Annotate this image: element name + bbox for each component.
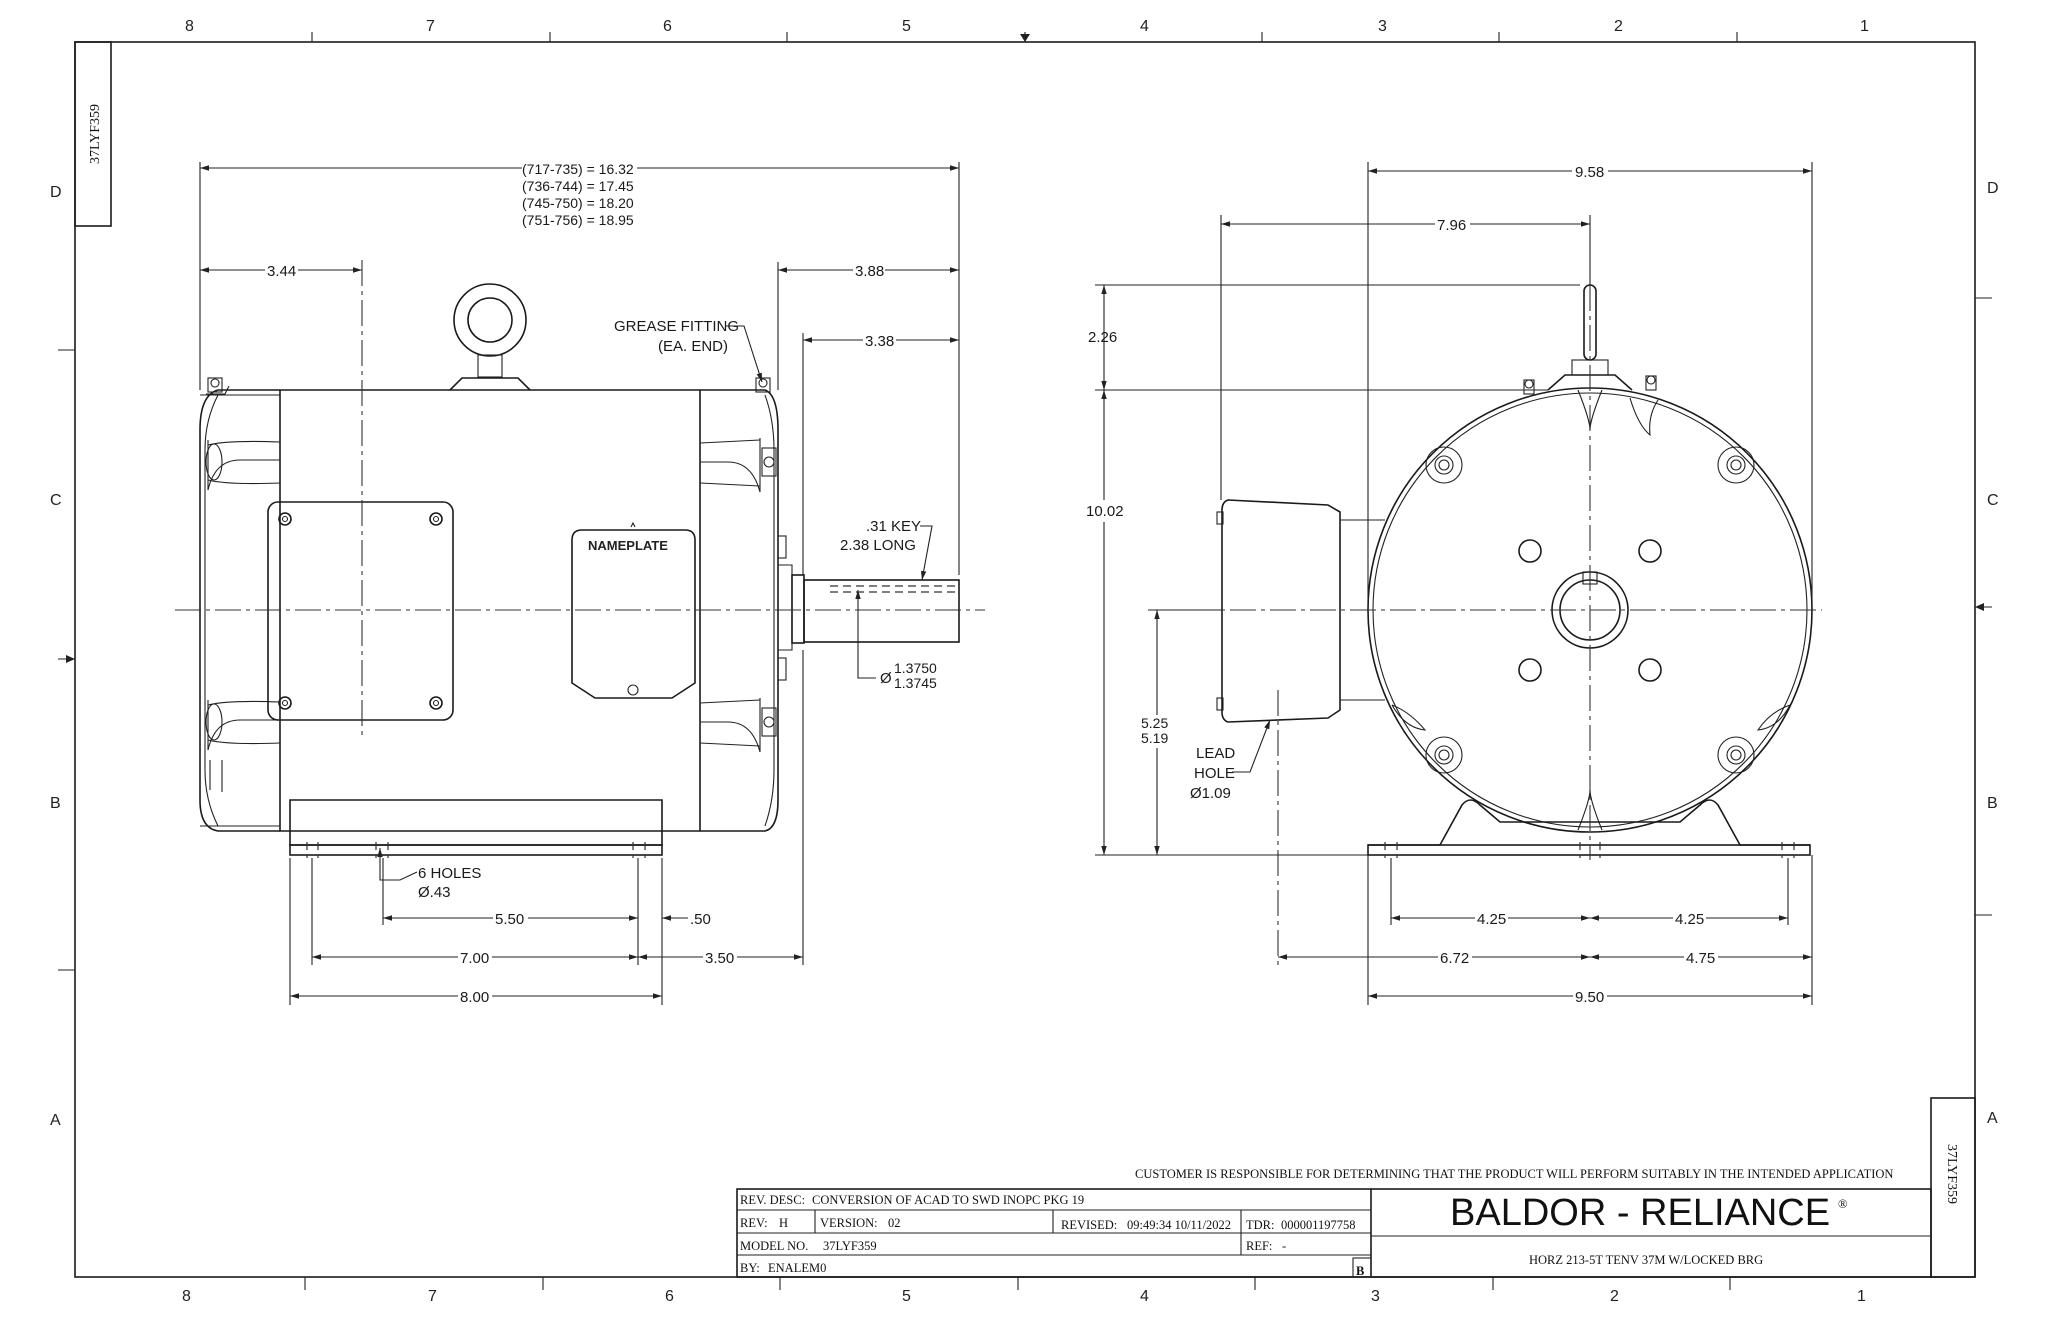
revised-value: 09:49:34 10/11/2022: [1127, 1218, 1231, 1232]
col-label-top-3: 3: [1378, 18, 1387, 35]
drawing-number-bottom: 37LYF359: [1944, 1144, 1959, 1204]
col-label-bottom-7: 7: [428, 1288, 437, 1305]
overall-length-3: (751-756) = 18.95: [522, 212, 634, 228]
title-block: CUSTOMER IS RESPONSIBLE FOR DETERMINING …: [736, 1167, 1932, 1278]
dim-3-50: 3.50: [705, 950, 734, 967]
tdr-value: 000001197758: [1281, 1218, 1356, 1232]
model-value: 37LYF359: [823, 1239, 877, 1253]
row-label-left-c: C: [50, 492, 62, 509]
rev-desc-value: CONVERSION OF ACAD TO SWD INOPC PKG 19: [812, 1193, 1084, 1207]
rev-desc-label: REV. DESC:: [740, 1193, 805, 1207]
dim-50: .50: [690, 911, 711, 928]
model-description: HORZ 213-5T TENV 37M W/LOCKED BRG: [1529, 1253, 1763, 1267]
row-label-right-c: C: [1987, 492, 1999, 509]
dim-3-88: 3.88: [855, 263, 884, 280]
col-label-bottom-5: 5: [902, 1288, 911, 1305]
brand-name: BALDOR - RELIANCE: [1450, 1192, 1830, 1234]
row-label-right-a: A: [1987, 1110, 1998, 1127]
key-length: 2.38 LONG: [840, 537, 916, 554]
drawing-number-top: 37LYF359: [88, 104, 103, 164]
col-label-bottom-1: 1: [1857, 1288, 1866, 1305]
holes-dia: Ø.43: [418, 884, 451, 901]
lead-hole-label: LEAD: [1196, 745, 1235, 762]
dim-9-58: 9.58: [1575, 164, 1604, 181]
col-label-top-8: 8: [185, 18, 194, 35]
dim-5-25: 5.25: [1141, 715, 1168, 731]
dim-7-96: 7.96: [1437, 217, 1466, 234]
sheet-size: B: [1356, 1264, 1364, 1278]
lead-hole-dia: Ø1.09: [1190, 785, 1231, 802]
dim-2-26: 2.26: [1088, 329, 1117, 346]
end-view: 9.58 7.96 2.26 10.02 5.25 5.19 LEAD HOLE…: [1086, 162, 1822, 1006]
col-label-top-5: 5: [902, 18, 911, 35]
side-view: NAMEPLATE (717-735) = 16.32 (736-744) = …: [175, 161, 985, 1006]
dim-3-38: 3.38: [865, 333, 894, 350]
drawing-number-box-bottom: 37LYF359: [1930, 1097, 1976, 1278]
version-label: VERSION:: [820, 1216, 878, 1230]
nameplate-plate: NAMEPLATE: [571, 521, 696, 699]
brand-registered-mark: ®: [1838, 1197, 1848, 1211]
tdr-label: TDR:: [1246, 1218, 1274, 1232]
ref-value: -: [1282, 1239, 1286, 1253]
disclaimer-text: CUSTOMER IS RESPONSIBLE FOR DETERMINING …: [1135, 1167, 1893, 1181]
shaft-dia-symbol: Ø: [880, 670, 892, 687]
eyebolt-icon: [449, 283, 531, 391]
dim-7-00: 7.00: [460, 950, 489, 967]
shaft-dia-max: 1.3750: [894, 660, 937, 676]
col-label-top-1: 1: [1860, 18, 1869, 35]
lead-hole-label-2: HOLE: [1194, 765, 1235, 782]
shaft-dia-min: 1.3745: [894, 675, 937, 691]
row-label-left-a: A: [50, 1112, 61, 1129]
dim-3-44: 3.44: [267, 263, 296, 280]
shaft: [791, 574, 960, 644]
overall-length-2: (745-750) = 18.20: [522, 195, 634, 211]
holes-count: 6 HOLES: [418, 865, 481, 882]
grease-fitting-label: GREASE FITTING: [614, 318, 739, 335]
conduit-box: [267, 501, 454, 721]
dim-5-50: 5.50: [495, 911, 524, 928]
dim-6-72: 6.72: [1440, 950, 1469, 967]
dim-9-50: 9.50: [1575, 989, 1604, 1006]
col-label-bottom-6: 6: [665, 1288, 674, 1305]
col-label-top-6: 6: [663, 18, 672, 35]
row-label-left-d: D: [50, 184, 62, 201]
dim-4-25-right: 4.25: [1675, 911, 1704, 928]
dim-8-00: 8.00: [460, 989, 489, 1006]
revised-label: REVISED:: [1061, 1218, 1117, 1232]
ref-label: REF:: [1246, 1239, 1272, 1253]
dim-4-75: 4.75: [1686, 950, 1715, 967]
by-value: ENALEM0: [768, 1261, 826, 1275]
overall-length-0: (717-735) = 16.32: [522, 161, 634, 177]
by-label: BY:: [740, 1261, 760, 1275]
row-label-right-d: D: [1987, 180, 1999, 197]
version-value: 02: [888, 1216, 901, 1230]
model-label: MODEL NO.: [740, 1239, 808, 1253]
col-label-top-4: 4: [1140, 18, 1149, 35]
dim-5-19: 5.19: [1141, 730, 1168, 746]
col-label-bottom-2: 2: [1610, 1288, 1619, 1305]
row-label-left-b: B: [50, 795, 61, 812]
dim-4-25-left: 4.25: [1477, 911, 1506, 928]
sheet-border: [58, 32, 1992, 1290]
col-label-top-7: 7: [426, 18, 435, 35]
col-label-bottom-8: 8: [182, 1288, 191, 1305]
overall-length-1: (736-744) = 17.45: [522, 178, 634, 194]
col-label-top-2: 2: [1614, 18, 1623, 35]
drawing-number-box-top: 37LYF359: [74, 41, 112, 227]
col-label-bottom-3: 3: [1371, 1288, 1380, 1305]
row-label-right-b: B: [1987, 795, 1998, 812]
dim-10-02: 10.02: [1086, 503, 1124, 520]
key-label: .31 KEY: [866, 518, 921, 535]
col-label-bottom-4: 4: [1140, 1288, 1149, 1305]
nameplate-label: NAMEPLATE: [588, 538, 668, 553]
grease-fitting-sub: (EA. END): [658, 338, 728, 355]
rev-label: REV:: [740, 1216, 768, 1230]
rev-value: H: [779, 1216, 788, 1230]
grid-labels: 8 7 6 5 4 3 2 1 8 7 6 5 4 3 2 1 D C B A …: [50, 18, 1999, 1305]
